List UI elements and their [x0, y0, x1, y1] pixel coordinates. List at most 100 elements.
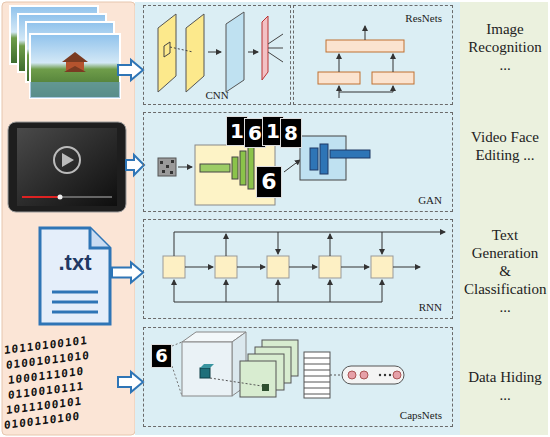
capsnet-sketch [384, 374, 386, 376]
rnn-sketch [226, 234, 227, 256]
rnn-sketch [226, 280, 227, 302]
capsnet-sketch [360, 371, 368, 379]
capsnet-sketch [379, 374, 381, 376]
model-panel: ResNets [293, 5, 453, 105]
input-arrows [118, 60, 143, 80]
capsnet-sketch [348, 371, 356, 379]
resnet-sketch [339, 92, 393, 93]
gan-sketch [248, 147, 254, 189]
gan-sketch [160, 160, 174, 174]
gan-sketch [200, 164, 230, 172]
rnn-sketch [382, 232, 383, 254]
rnn-sketch [163, 232, 445, 302]
photo-stack [64, 66, 86, 72]
capsnet-sketch [182, 342, 232, 396]
resnet-sketch [393, 54, 394, 72]
cnn-sketch [164, 42, 170, 57]
rnn-sketch [393, 267, 420, 268]
file-outline [52, 292, 98, 312]
digit-image: 6 [151, 344, 172, 368]
file-outline [90, 228, 110, 248]
rnn-sketch [289, 267, 317, 268]
resnet-sketch [318, 26, 414, 98]
video-tablet [22, 196, 60, 198]
capsnet-sketch [210, 378, 262, 386]
capsnet-sketch [200, 368, 210, 378]
rnn-sketch [278, 232, 279, 254]
rnn-sketch [163, 256, 185, 278]
video-tablet [8, 122, 126, 212]
video-tablet [22, 196, 112, 198]
photo-stack [30, 34, 120, 98]
node-label: CNN [144, 89, 290, 101]
file-outline [38, 226, 112, 326]
capsnet-sketch [172, 366, 182, 396]
node-label: RNN [419, 301, 442, 313]
capsnet-sketch [240, 361, 276, 397]
rnn-sketch [319, 256, 341, 278]
cnn-sketch [268, 34, 283, 44]
gan-sketch [310, 148, 318, 170]
capsnet-sketch [330, 375, 340, 376]
resnet-sketch [393, 86, 394, 92]
column-backgrounds [135, 2, 460, 435]
file-outline [40, 228, 110, 324]
application-label: Image Recognition ... [464, 20, 546, 74]
capsnet-sketch [304, 358, 330, 394]
rnn-sketch [174, 232, 445, 256]
cnn-sketch [248, 52, 258, 53]
capsnet-sketch [342, 366, 404, 384]
application-label: Text Generation & Classification ... [464, 226, 546, 316]
cnn-sketch [262, 16, 268, 80]
rnn-sketch [237, 267, 265, 268]
photo-stack [10, 6, 120, 98]
video-tablet [58, 195, 63, 200]
column-backgrounds [460, 2, 548, 435]
resnet-sketch [326, 40, 404, 52]
gan-sketch [330, 150, 370, 158]
gan-sketch [240, 151, 246, 185]
cnn-sketch [208, 52, 221, 53]
node-label: GAN [418, 194, 442, 206]
input-arrows [118, 60, 144, 392]
rnn-sketch [215, 256, 237, 278]
model-panel: CapsNets [143, 327, 453, 427]
cnn-sketch [158, 12, 283, 92]
rnn-sketch [278, 280, 279, 302]
node-label: ResNets [405, 12, 442, 24]
photo-stack [30, 82, 120, 98]
capsnet-sketch [304, 352, 330, 398]
resnet-sketch [372, 72, 414, 84]
rnn-sketch [382, 280, 383, 302]
capsnet-sketch [389, 374, 391, 376]
text-file-icon: .txt [38, 226, 112, 326]
rnn-sketch [174, 280, 175, 302]
gan-sketch [178, 167, 192, 168]
rnn-sketch [371, 256, 393, 278]
gan-sketch [284, 160, 300, 172]
rnn-sketch [330, 234, 331, 256]
rnn-sketch [341, 267, 369, 268]
input-arrows [126, 155, 144, 175]
cnn-sketch [268, 48, 283, 49]
capsnet-sketch [393, 371, 401, 379]
rnn-sketch [330, 280, 331, 302]
capsnet-sketch [172, 332, 404, 398]
node-label: CapsNets [400, 409, 442, 421]
capsnet-sketch [200, 364, 214, 368]
input-arrows [118, 372, 143, 392]
rnn-sketch [185, 267, 213, 268]
cnn-sketch [268, 52, 283, 62]
column-backgrounds [2, 2, 135, 435]
digit-image: 8 [280, 118, 302, 148]
cnn-sketch [186, 14, 204, 92]
video-tablet [62, 153, 74, 167]
gan-sketch [320, 144, 328, 174]
node-label: .txt [38, 250, 112, 276]
capsnet-sketch [262, 384, 269, 391]
gan-sketch [158, 158, 176, 176]
